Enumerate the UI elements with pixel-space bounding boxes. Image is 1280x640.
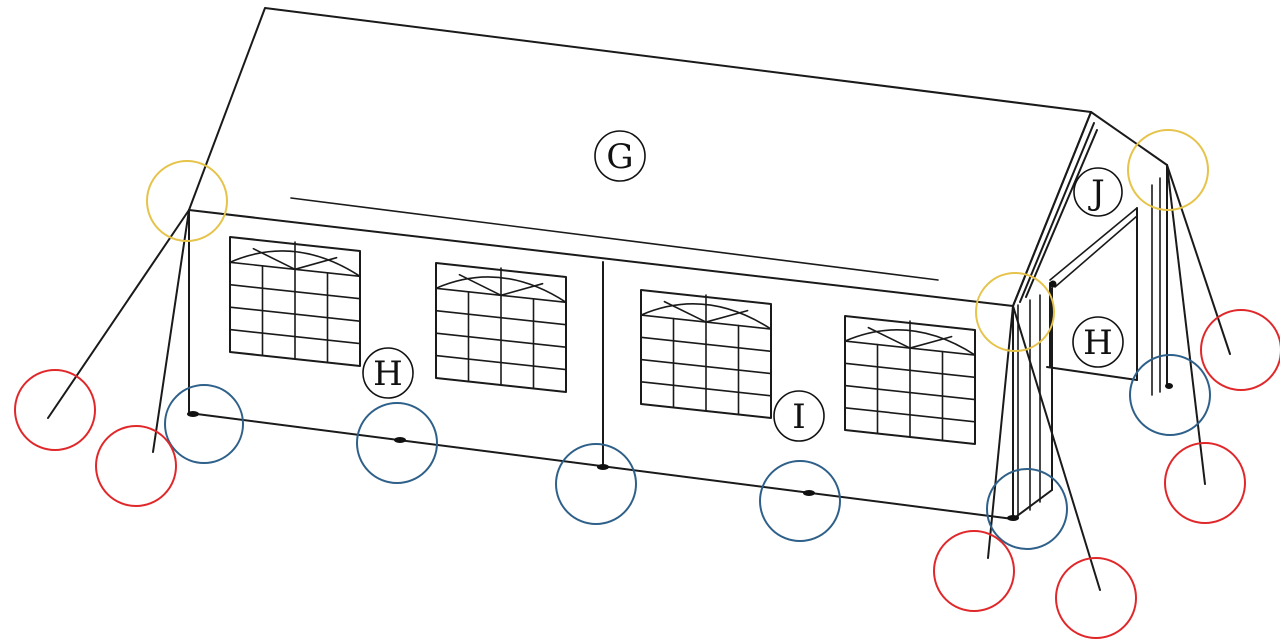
svg-text:I: I <box>792 397 805 437</box>
foot-circle-6 <box>1129 354 1211 436</box>
stake-circle-5 <box>1200 309 1280 391</box>
guy-ropes <box>47 164 1231 591</box>
svg-text:H: H <box>1083 323 1113 363</box>
corner-joint-circle-front <box>975 272 1055 352</box>
window-1 <box>229 236 361 367</box>
label-h-side: H <box>362 347 414 399</box>
stake-circle-2 <box>95 425 177 507</box>
stake-circle-3 <box>933 530 1015 612</box>
roof <box>188 7 1168 307</box>
label-j: J <box>1073 167 1123 217</box>
foot-circle-5 <box>986 468 1068 550</box>
part-labels: G H H I J <box>362 130 1124 442</box>
window-3 <box>640 289 772 419</box>
svg-text:G: G <box>606 137 633 177</box>
front-door-panel <box>1012 287 1053 520</box>
corner-joint-circle-right <box>1127 129 1209 211</box>
foot-circle-1 <box>164 384 244 464</box>
foot-circle-3 <box>555 443 637 525</box>
stake-circle-4 <box>1055 557 1137 639</box>
highlight-markers <box>14 129 1280 639</box>
window-4 <box>844 315 976 445</box>
windows <box>229 236 976 445</box>
svg-text:J: J <box>1088 173 1105 213</box>
window-2 <box>435 262 567 393</box>
foot-circle-4 <box>759 460 841 542</box>
label-i: I <box>773 390 825 442</box>
stake-circle-6 <box>1164 442 1246 524</box>
stake-circle-1 <box>14 369 96 451</box>
pole-feet <box>187 280 1173 521</box>
corner-joint-circle-left <box>146 160 228 242</box>
svg-text:H: H <box>373 354 403 394</box>
side-wall <box>188 209 1014 520</box>
label-g: G <box>594 130 646 182</box>
foot-circle-2 <box>356 402 438 484</box>
label-h-end: H <box>1072 316 1124 368</box>
